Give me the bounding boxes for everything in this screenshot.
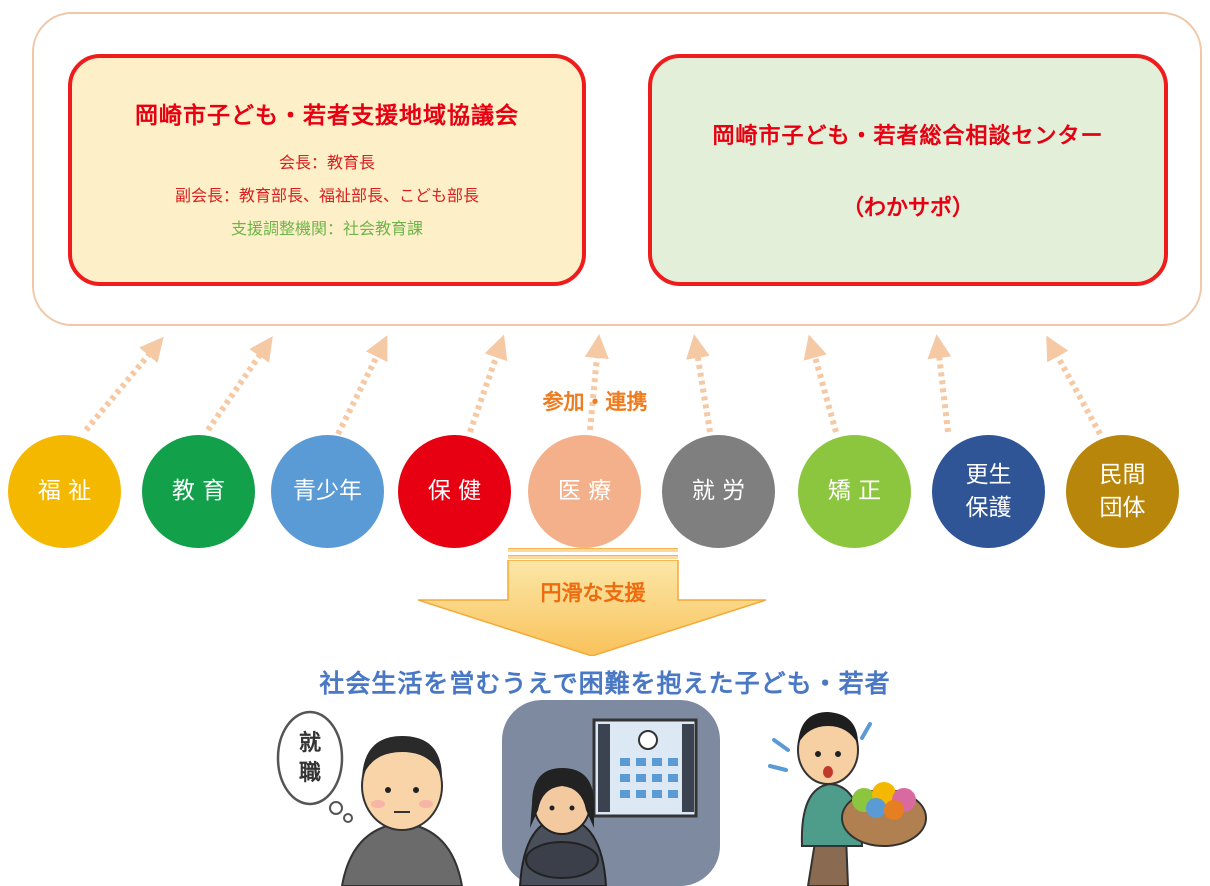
center-title: 岡崎市子ども・若者総合相談センター — [712, 124, 1104, 149]
participation-arrow — [803, 334, 839, 433]
flow-label: 円滑な支援 — [540, 581, 646, 605]
jobseeker-illustration: 就 職 — [276, 710, 464, 886]
organization-circle: 福 祉 — [8, 435, 121, 548]
council-title: 岡崎市子ども・若者支援地域協議会 — [135, 102, 519, 129]
organization-circle: 矯 正 — [798, 435, 911, 548]
organization-circle: 民間 団体 — [1066, 435, 1179, 548]
council-coordinator: 支援調整機関：社会教育課 — [230, 218, 423, 238]
organization-circle: 更生 保護 — [932, 435, 1045, 548]
organization-circle: 医 療 — [528, 435, 641, 548]
participation-arrow — [686, 334, 713, 433]
participation-arrow — [927, 334, 952, 433]
organization-circle: 就 労 — [662, 435, 775, 548]
target-label: 社会生活を営むうえで困難を抱えた子ども・若者 — [319, 669, 891, 698]
participation-arrow — [335, 335, 388, 436]
organization-circle: 保 健 — [398, 435, 511, 548]
support-flow-arrow — [418, 560, 766, 656]
participation-arrow — [205, 336, 273, 432]
bubble-char-2: 職 — [299, 760, 321, 786]
center-nickname: （わかサポ） — [841, 196, 974, 221]
organization-circle: 青少年 — [271, 435, 384, 548]
participation-arrow — [83, 336, 164, 432]
center-box: 岡崎市子ども・若者総合相談センター （わかサポ） — [648, 54, 1168, 286]
participation-label: 参加・連携 — [542, 390, 648, 414]
bubble-char-1: 就 — [299, 730, 321, 756]
withdrawn-illustration — [502, 700, 720, 886]
council-chair: 会長：教育長 — [278, 152, 375, 172]
council-vice-chair: 副会長：教育部長、福祉部長、こども部長 — [174, 185, 479, 205]
participation-arrow — [467, 334, 508, 433]
worker-illustration — [768, 712, 927, 886]
organization-circle: 教 育 — [142, 435, 255, 548]
participation-arrow — [1046, 335, 1103, 436]
council-box: 岡崎市子ども・若者支援地域協議会 会長：教育長 副会長：教育部長、福祉部長、こど… — [68, 54, 586, 286]
